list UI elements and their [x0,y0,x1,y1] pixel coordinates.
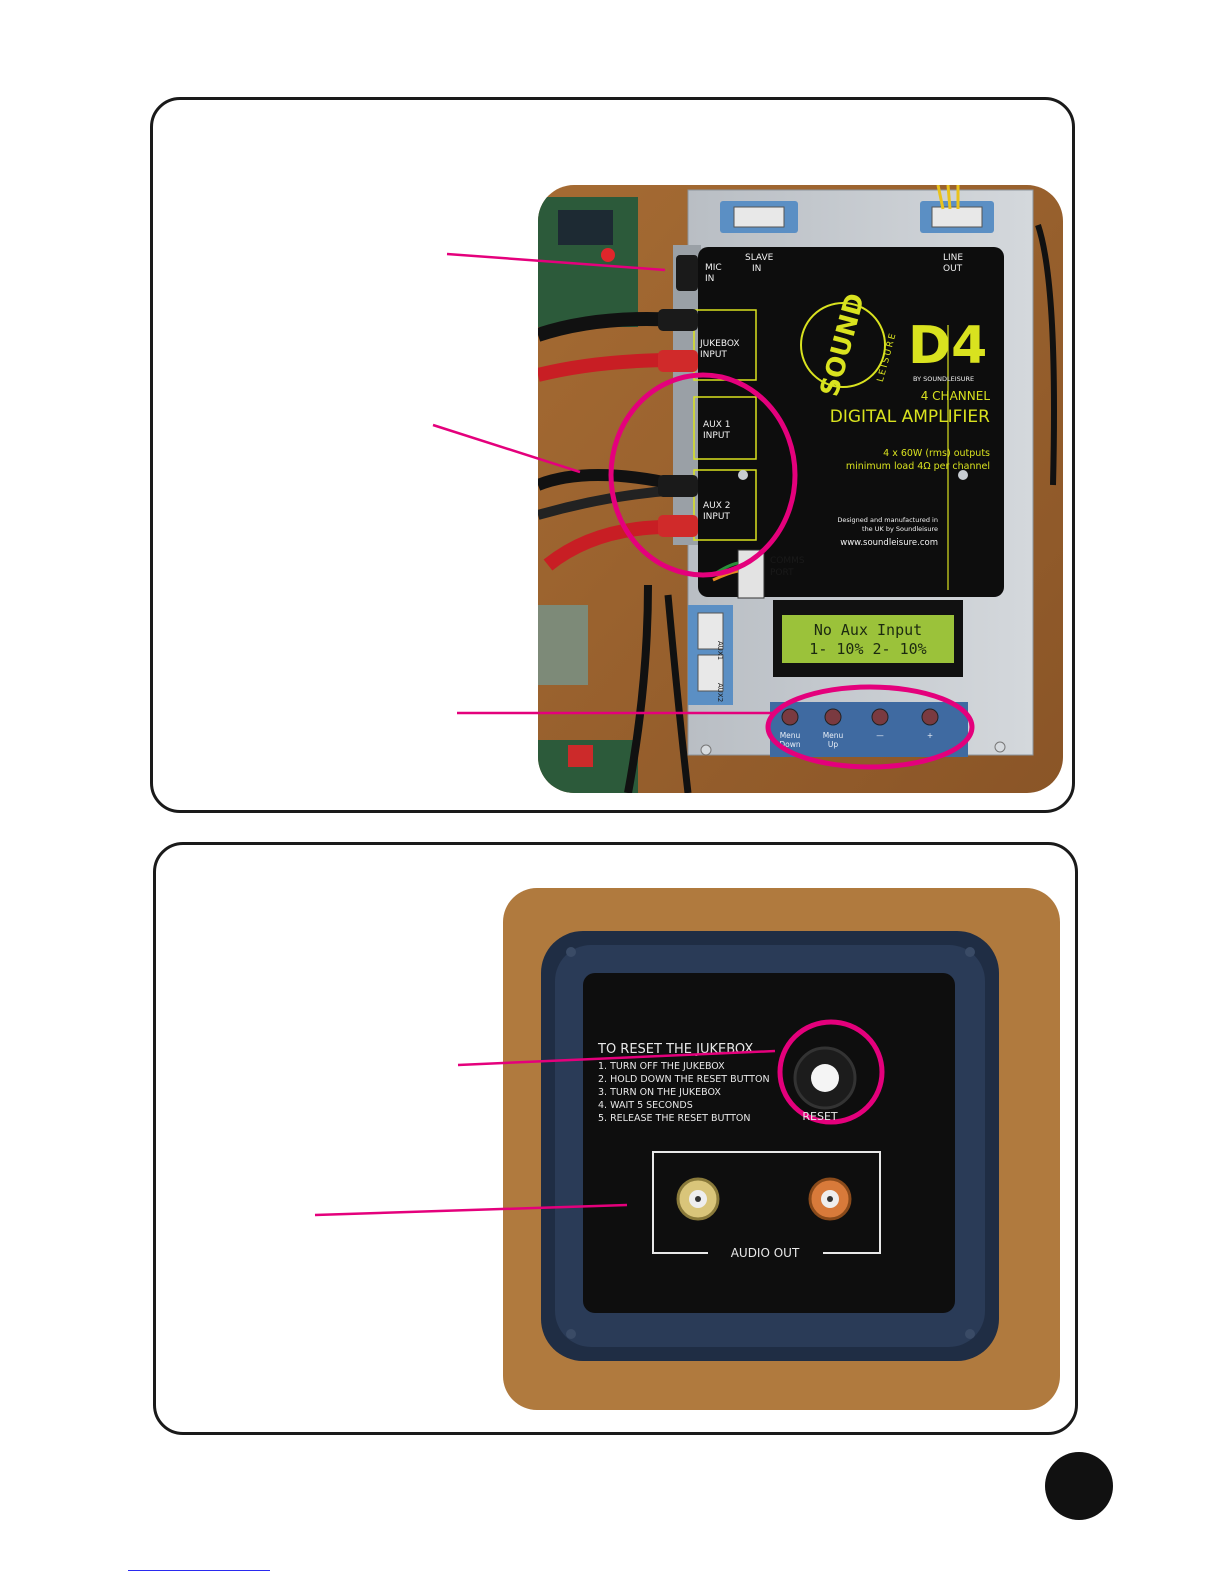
amp-button-label: Menu [823,731,844,740]
jukebox-input-label: JUKEBOX [699,339,740,349]
amp-button-4[interactable] [921,708,939,726]
lcd-line-1: No Aux Input [814,621,922,639]
comms-port-label-2: PORT [770,568,794,578]
amp-button-label: — [876,731,884,740]
made-line-2: the UK by Soundleisure [862,525,938,533]
amp-button-label: Down [779,740,800,749]
audio-out-label: AUDIO OUT [731,1246,800,1260]
made-line-1: Designed and manufactured in [837,516,938,524]
aux2-input-label-2: INPUT [703,512,730,522]
amp-button-label: Up [828,740,838,749]
mic-in-label-2: IN [705,274,714,284]
aux1-vertical-label: AUX1 [716,641,724,660]
page-number-circle [1045,1452,1113,1520]
aux2-input-label: AUX 2 [703,501,731,511]
aux2-vertical-label: AUX2 [716,683,724,702]
spec-line-2: minimum load 4Ω per channel [846,461,990,472]
jukebox-input-label-2: INPUT [700,350,727,360]
channel-label: 4 CHANNEL [921,389,991,403]
reset-step: 3. TURN ON THE JUKEBOX [598,1087,721,1098]
reset-step: 5. RELEASE THE RESET BUTTON [598,1113,750,1124]
reset-panel-photo: TO RESET THE JUKEBOX 1. TURN OFF THE JUK… [503,888,1060,1410]
by-line: BY SOUNDLEISURE [913,375,974,383]
mic-in-label: MIC [705,263,722,273]
slave-in-label-2: IN [752,264,761,274]
reset-step: 2. HOLD DOWN THE RESET BUTTON [598,1074,770,1085]
aux1-input-label-2: INPUT [703,431,730,441]
amp-button-1[interactable] [781,708,799,726]
lcd-line-2: 1- 10% 2- 10% [809,640,926,658]
reset-step: 4. WAIT 5 SECONDS [598,1100,693,1111]
line-out-label-2: OUT [943,264,963,274]
reset-button[interactable] [811,1064,839,1092]
slave-in-label: SLAVE [745,253,774,263]
line-out-label: LINE [943,253,963,263]
soundleisure-logo: SOUND LEISURE [800,290,899,400]
amp-button-label: Menu [780,731,801,740]
rca-socket-right [808,1177,852,1221]
product-name: DIGITAL AMPLIFIER [830,407,990,427]
amp-button-2[interactable] [824,708,842,726]
rca-plugs [658,309,968,537]
amplifier-photo: SOUND LEISURE MIC IN SLAVE IN LINE OUT J… [538,185,1063,793]
reset-step: 1. TURN OFF THE JUKEBOX [598,1061,725,1072]
amp-button-3[interactable] [871,708,889,726]
spec-line-1: 4 x 60W (rms) outputs [883,448,990,459]
aux1-input-label: AUX 1 [703,420,731,430]
comms-port-label: COMMS [770,556,805,566]
model-name: D4 [908,316,987,376]
rca-socket-left [676,1177,720,1221]
website: www.soundleisure.com [840,538,938,548]
lcd-screen [782,615,954,663]
led-icon [601,248,615,262]
reset-label: RESET [802,1110,838,1123]
amp-button-label: + [927,731,933,740]
footer-link-underline[interactable] [128,1570,270,1571]
